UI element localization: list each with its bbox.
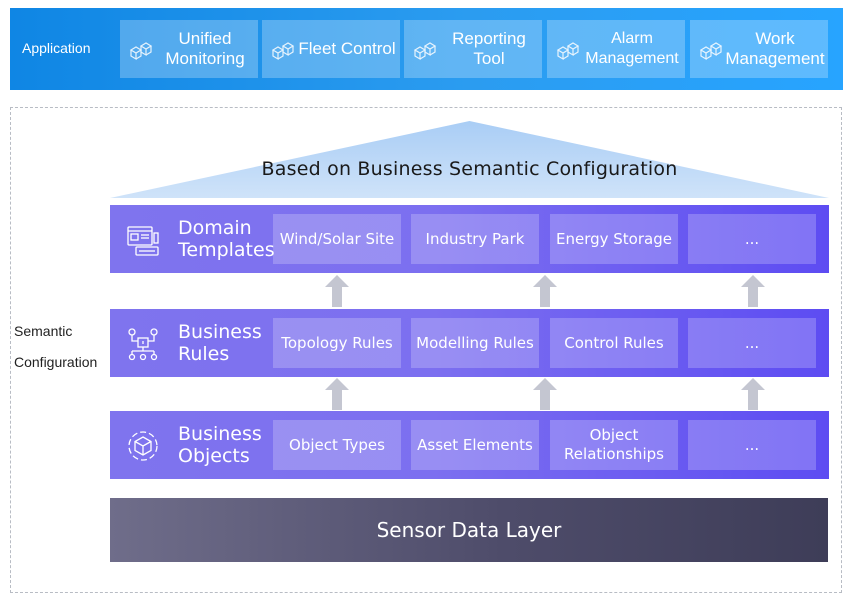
app-card-alarm-management[interactable]: Alarm Management	[547, 20, 685, 78]
arrow-up-icon	[741, 378, 765, 410]
layer-business-rules: Business Rules Topology Rules Modelling …	[110, 309, 829, 377]
roof-title: Based on Business Semantic Configuration	[261, 158, 678, 180]
semantic-label-line2: Configuration	[14, 354, 98, 370]
arrow-up-icon	[325, 378, 349, 410]
app-card-unified-monitoring[interactable]: Unified Monitoring	[120, 20, 258, 78]
roof-triangle	[110, 121, 829, 198]
layer-business-objects: Business Objects Object Types Asset Elem…	[110, 411, 829, 479]
cell-more[interactable]: ...	[688, 318, 816, 368]
app-card-label: Unified Monitoring	[165, 29, 245, 68]
layer-title-line2: Objects	[178, 445, 250, 467]
app-card-label: Work Management	[725, 29, 825, 68]
boxes-icon	[271, 42, 295, 61]
cell-more[interactable]: ...	[688, 420, 816, 470]
template-icon	[127, 226, 159, 256]
layer-title-line2: Rules	[178, 343, 230, 365]
boxes-icon	[129, 42, 153, 61]
cell-more[interactable]: ...	[688, 214, 816, 264]
semantic-configuration-label: Semantic Configuration	[14, 316, 114, 378]
app-card-label: Fleet Control	[298, 39, 396, 58]
arrow-up-icon	[741, 275, 765, 307]
app-card-label: Reporting Tool	[452, 29, 526, 68]
layer-title: Business Rules	[178, 309, 278, 377]
application-bar: Application Unified Monitoring Fleet Con…	[10, 8, 843, 90]
cell-control-rules[interactable]: Control Rules	[550, 318, 678, 368]
arrow-up-icon	[325, 275, 349, 307]
arrow-up-icon	[533, 275, 557, 307]
cell-wind-solar-site[interactable]: Wind/Solar Site	[273, 214, 401, 264]
semantic-configuration-container	[10, 107, 842, 593]
boxes-icon	[413, 42, 437, 61]
arrow-up-icon	[533, 378, 557, 410]
app-card-fleet-control[interactable]: Fleet Control	[262, 20, 400, 78]
layer-title: Domain Templates	[178, 205, 278, 273]
cell-object-types[interactable]: Object Types	[273, 420, 401, 470]
app-card-label: Alarm Management	[585, 30, 679, 67]
boxes-icon	[556, 42, 580, 61]
application-title: Application	[22, 40, 91, 56]
semantic-label-line1: Semantic	[14, 323, 73, 339]
app-card-reporting-tool[interactable]: Reporting Tool	[404, 20, 542, 78]
layer-title: Business Objects	[178, 411, 278, 479]
cell-topology-rules[interactable]: Topology Rules	[273, 318, 401, 368]
app-card-work-management[interactable]: Work Management	[690, 20, 828, 78]
layer-title-line2: Templates	[178, 239, 275, 261]
cell-industry-park[interactable]: Industry Park	[411, 214, 539, 264]
cell-object-relationships[interactable]: Object Relationships	[550, 420, 678, 470]
boxes-icon	[699, 42, 723, 61]
layer-title-line1: Business	[178, 423, 262, 445]
cell-asset-elements[interactable]: Asset Elements	[411, 420, 539, 470]
rules-icon	[128, 328, 158, 361]
layer-title-line1: Domain	[178, 217, 252, 239]
cube-icon	[128, 431, 158, 461]
layer-domain-templates: Domain Templates Wind/Solar Site Industr…	[110, 205, 829, 273]
cell-modelling-rules[interactable]: Modelling Rules	[411, 318, 539, 368]
cell-energy-storage[interactable]: Energy Storage	[550, 214, 678, 264]
layer-title-line1: Business	[178, 321, 262, 343]
sensor-data-layer: Sensor Data Layer	[110, 498, 828, 562]
